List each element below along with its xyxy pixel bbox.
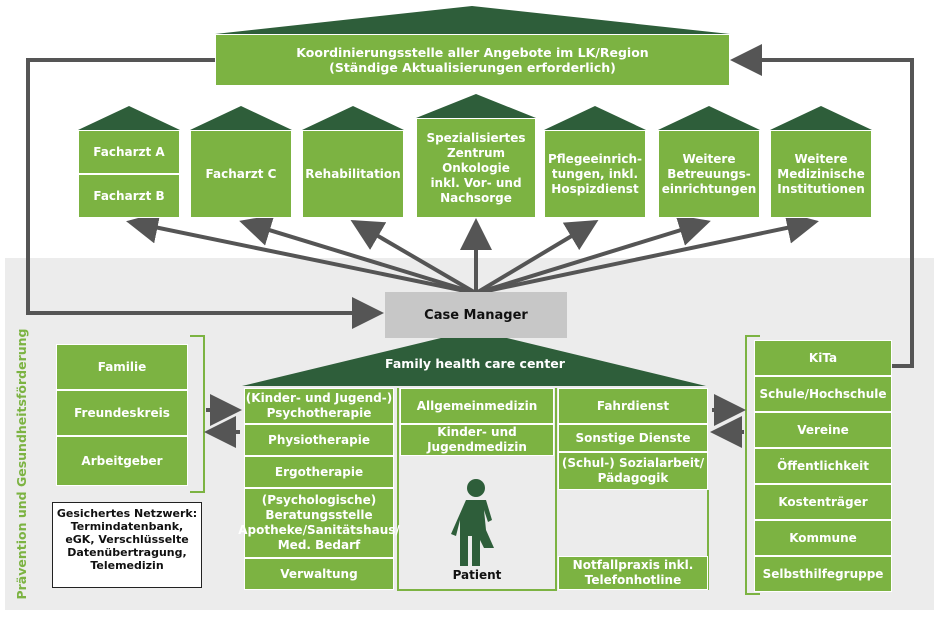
- box-allgemeinmedizin: Allgemeinmedizin: [400, 388, 554, 424]
- right-box-oeffentlichkeit: Öffentlichkeit: [754, 448, 892, 484]
- left-box-arbeitgeber: Arbeitgeber: [56, 436, 188, 486]
- roof-facharzt-c: [190, 106, 292, 130]
- koordinierungsstelle-box: Koordinierungsstelle aller Angebote im L…: [215, 34, 730, 86]
- roof-spezial: [416, 94, 536, 118]
- facharzt-a-box: Facharzt A: [78, 130, 180, 174]
- patient-icon: [451, 479, 494, 566]
- left-bracket: [190, 335, 205, 493]
- roof-koordinierung: [215, 6, 730, 34]
- box-notfallpraxis: Notfallpraxis inkl. Telefonhotline: [558, 556, 708, 590]
- box-ergotherapie: Ergotherapie: [244, 456, 394, 488]
- roof-medizin: [770, 106, 872, 130]
- box-sonstige: Sonstige Dienste: [558, 424, 708, 452]
- diagram-lines: [26, 6, 914, 595]
- facharzt-b-box: Facharzt B: [78, 174, 180, 218]
- facharzt-c-box: Facharzt C: [190, 130, 292, 218]
- betreuung-box: Weitere Betreuungs- einrichtungen: [658, 130, 760, 218]
- left-box-familie: Familie: [56, 344, 188, 390]
- fhcc-label: Family health care center: [385, 356, 565, 371]
- roof-facharzt-a: [78, 106, 180, 130]
- box-fahrdienst: Fahrdienst: [558, 388, 708, 424]
- box-beratung: (Psychologische) Beratungsstelle Apothek…: [238, 488, 400, 558]
- pflege-box: Pflegeeinrich- tungen, inkl. Hospizdiens…: [544, 130, 646, 218]
- fhcc-frame: [397, 388, 557, 591]
- left-loop-line: [26, 58, 384, 329]
- right-box-schule: Schule/Hochschule: [754, 376, 892, 412]
- right-bracket: [745, 335, 760, 595]
- box-psychotherapie: (Kinder- und Jugend-) Psychotherapie: [244, 388, 394, 424]
- left-box-freundeskreis: Freundeskreis: [56, 390, 188, 436]
- netzwerk-box: Gesichertes Netzwerk: Termindatenbank, e…: [52, 502, 202, 588]
- case-manager-box: Case Manager: [385, 292, 567, 338]
- right-box-vereine: Vereine: [754, 412, 892, 448]
- rehabilitation-box: Rehabilitation: [302, 130, 404, 218]
- roof-betreuung: [658, 106, 760, 130]
- right-box-kita: KiTa: [754, 340, 892, 376]
- right-loop-line: [730, 44, 914, 368]
- roof-pflege: [544, 106, 646, 130]
- box-kindermedizin: Kinder- und Jugendmedizin: [400, 424, 554, 456]
- side-label-praevention: Prävention und Gesundheitsförderung: [14, 328, 29, 600]
- roof-fhcc: [242, 330, 706, 386]
- box-physiotherapie: Physiotherapie: [244, 424, 394, 456]
- patient-label: Patient: [452, 568, 502, 582]
- fan-arrows: [126, 211, 819, 294]
- box-verwaltung: Verwaltung: [244, 558, 394, 590]
- right-box-kommune: Kommune: [754, 520, 892, 556]
- roof-rehabilitation: [302, 106, 404, 130]
- box-sozialarbeit: (Schul-) Sozialarbeit/ Pädagogik: [558, 452, 708, 490]
- right-box-selbsthilfe: Selbsthilfegruppe: [754, 556, 892, 592]
- spezial-zentrum-box: Spezialisiertes Zentrum Onkologie inkl. …: [416, 118, 536, 218]
- medizin-box: Weitere Medizinische Institutionen: [770, 130, 872, 218]
- right-box-kostentraeger: Kostenträger: [754, 484, 892, 520]
